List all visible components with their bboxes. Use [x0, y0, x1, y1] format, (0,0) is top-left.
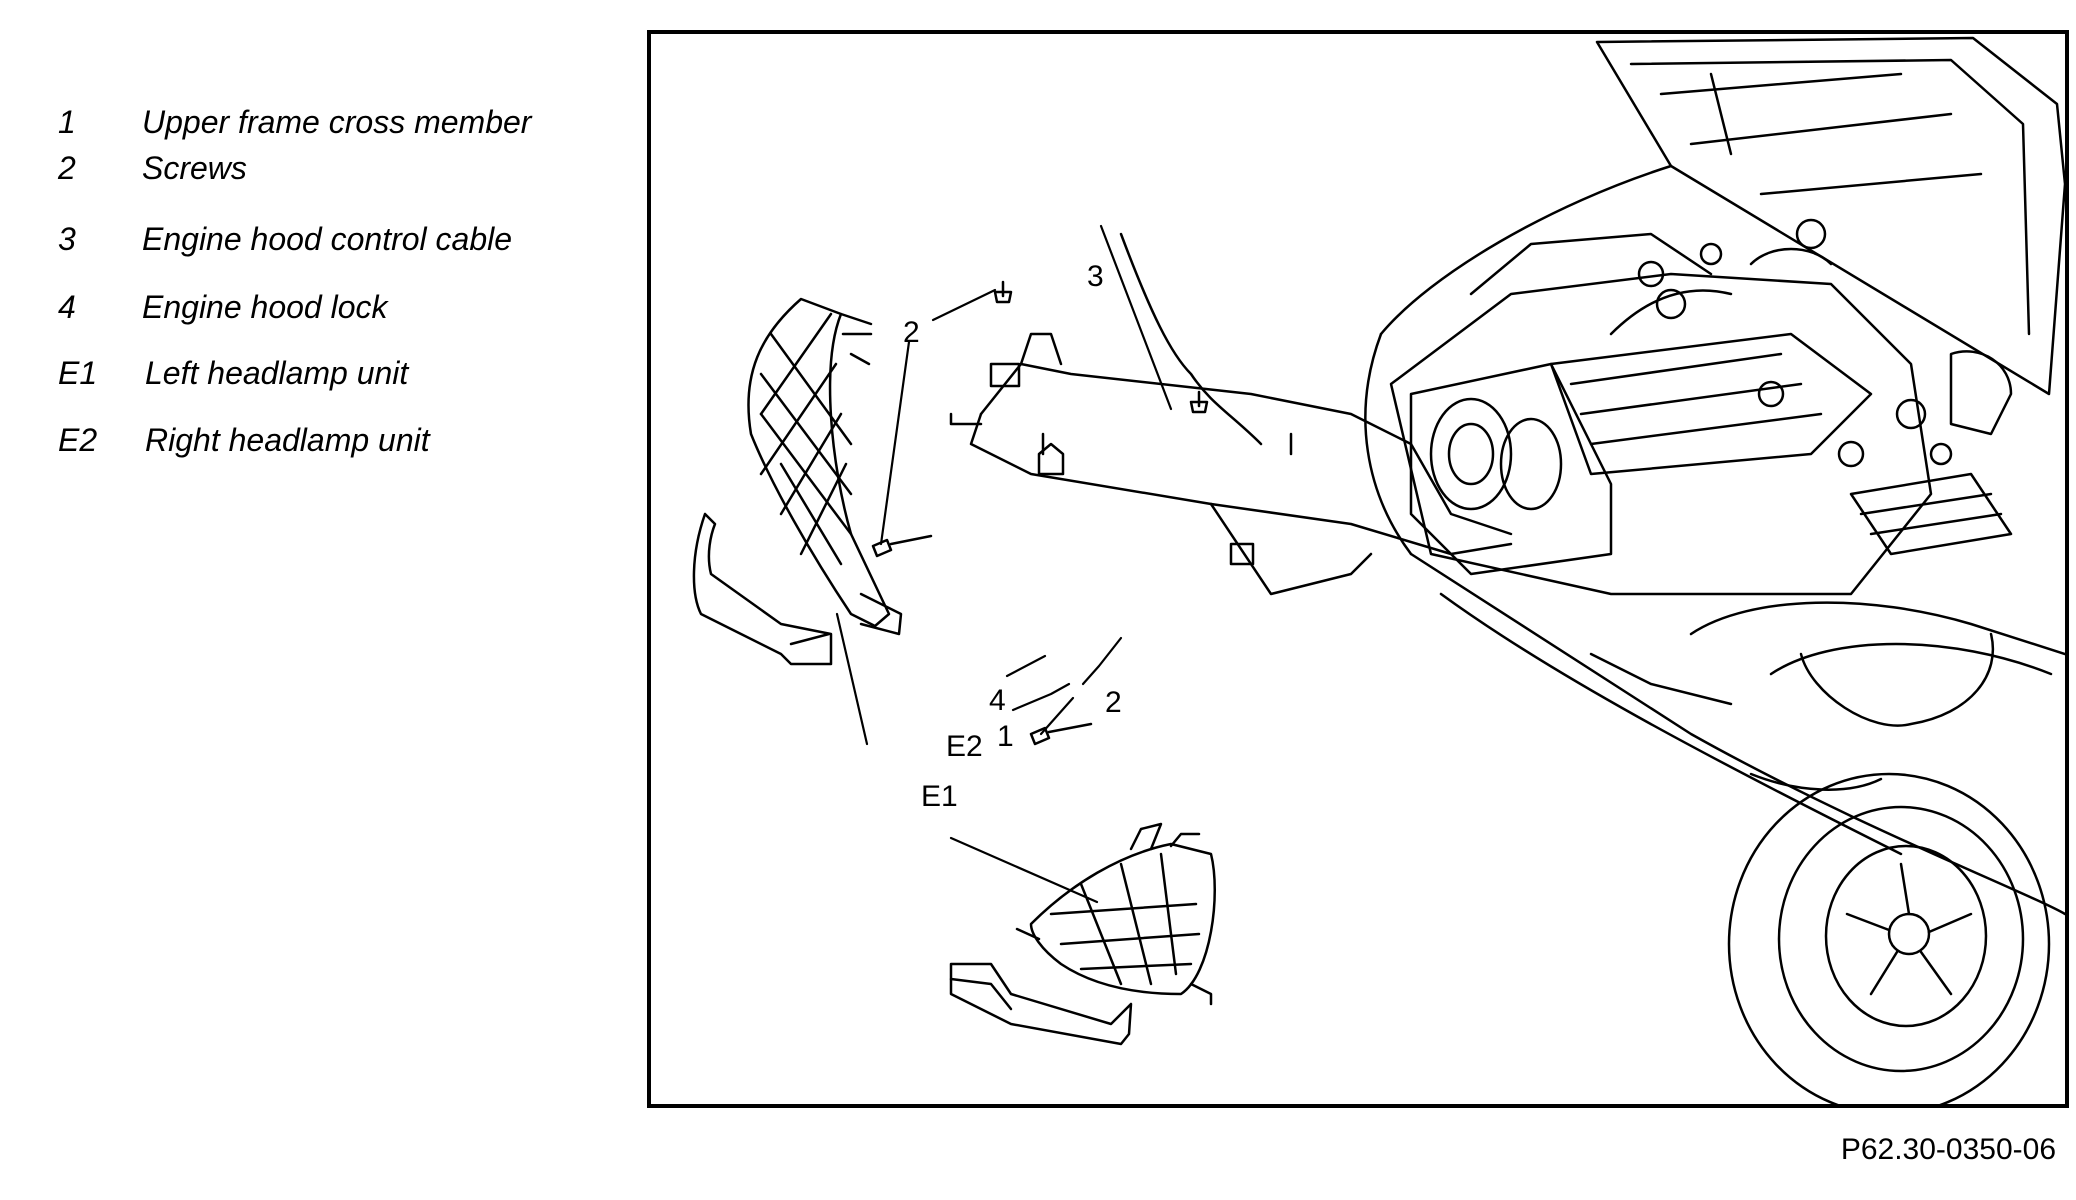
legend-label: Upper frame cross member	[142, 104, 532, 140]
legend-label: Right headlamp unit	[145, 422, 430, 458]
legend-label: Engine hood lock	[142, 289, 388, 325]
car-body	[1364, 164, 2065, 916]
callout-e1: E1	[921, 780, 958, 813]
screw-bottom-right	[1189, 390, 1209, 414]
callout-2-top: 2	[903, 316, 920, 349]
upper-frame-cross-member	[949, 332, 1513, 596]
engine	[1389, 218, 2013, 596]
screw-bottom-left	[1029, 722, 1093, 746]
legend-label: Screws	[142, 150, 247, 186]
legend-key: 4	[58, 289, 76, 325]
engine-hood	[1595, 36, 2065, 396]
legend-key: E2	[58, 422, 98, 458]
screw-top	[993, 280, 1013, 304]
right-headlamp-unit	[692, 297, 903, 666]
callout-e2: E2	[946, 730, 983, 763]
figure-code: P62.30-0350-06	[1840, 1133, 2056, 1166]
callout-labels: 2 3 4 2 1 E2 E1	[903, 260, 1122, 813]
callout-3: 3	[1087, 260, 1104, 293]
diagram-frame: 2 3 4 2 1 E2 E1	[647, 30, 2069, 1108]
callout-1: 1	[997, 720, 1014, 753]
legend-key: 1	[58, 104, 76, 140]
legend-label: Engine hood control cable	[142, 221, 513, 257]
front-module	[1409, 362, 1613, 576]
callout-4: 4	[989, 684, 1006, 717]
exploded-view-drawing: 2 3 4 2 1 E2 E1	[692, 36, 2065, 1104]
front-wheel	[1727, 772, 2051, 1104]
left-headlamp-unit	[949, 822, 1216, 1046]
leader-lines	[835, 224, 1173, 904]
legend-label: Left headlamp unit	[145, 355, 409, 391]
engine-hood-control-cable	[1119, 232, 1263, 446]
legend-key: 2	[58, 150, 76, 186]
callout-2-bottom: 2	[1105, 686, 1122, 719]
engine-hood-lock	[1037, 442, 1065, 476]
legend-key: 3	[58, 221, 76, 257]
legend-key: E1	[58, 355, 98, 391]
